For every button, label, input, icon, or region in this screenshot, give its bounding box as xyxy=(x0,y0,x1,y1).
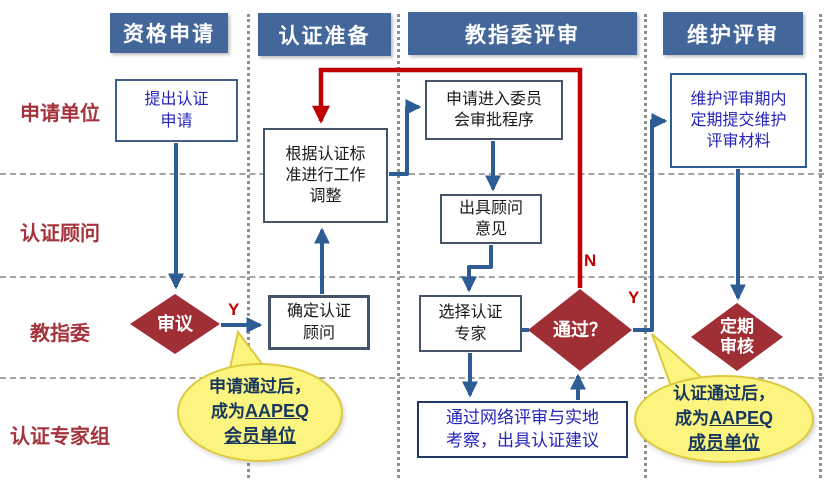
row-separator-3 xyxy=(0,377,824,379)
callout-full-member-line2: 成为AAPEQ xyxy=(674,407,773,428)
callout-member-aapeq: AAPEQ xyxy=(244,401,309,422)
callout-full-member-aapeq: AAPEQ xyxy=(708,407,773,428)
column-separator-2 xyxy=(397,14,400,478)
row-separator-1 xyxy=(0,173,824,175)
column-separator-1 xyxy=(247,14,250,478)
box-confirm-advisor: 确定认证 顾问 xyxy=(268,295,370,350)
box-maintenance-materials: 维护评审期内 定期提交维护 评审材料 xyxy=(670,73,807,168)
arrow-pass-no-to-adjust xyxy=(312,67,583,288)
phase-header-maintenance-review: 维护评审 xyxy=(663,12,803,55)
phase-header-committee-review: 教指委评审 xyxy=(408,12,637,55)
actor-label-advisor: 认证顾问 xyxy=(20,223,100,245)
callout-member-line1: 申请通过后， xyxy=(209,377,311,397)
actor-label-applicant: 申请单位 xyxy=(20,103,100,125)
actor-label-committee: 教指委 xyxy=(30,323,90,345)
row-separator-2 xyxy=(0,276,824,278)
branch-label-review-yes: Y xyxy=(228,300,240,319)
arrow-adjust-to-enter-committee xyxy=(389,99,422,176)
box-submit-application: 提出认证 申请 xyxy=(115,79,238,142)
box-network-review: 通过网络评审与实地 考察，出具认证建议 xyxy=(417,401,628,458)
column-separator-4 xyxy=(819,14,822,478)
branch-label-pass-yes: Y xyxy=(628,288,640,307)
callout-full-member-line3: 成员单位 xyxy=(688,432,760,453)
phase-header-preparation: 认证准备 xyxy=(258,13,391,56)
arrow-pass-yes-to-maintenance xyxy=(633,113,668,332)
branch-label-pass-no: N xyxy=(584,251,597,270)
callout-full-member: 认证通过后， 成为AAPEQ 成员单位 xyxy=(634,375,814,463)
box-adjust-work: 根据认证标 准进行工作 调整 xyxy=(263,128,388,223)
box-select-experts: 选择认证 专家 xyxy=(419,295,522,352)
callout-full-member-line1: 认证通过后， xyxy=(673,383,775,403)
callout-member-line2: 成为AAPEQ xyxy=(210,401,309,422)
phase-header-qualification: 资格申请 xyxy=(110,13,228,53)
callout-member-line3: 会员单位 xyxy=(224,426,296,447)
box-enter-committee: 申请进入委员 会审批程序 xyxy=(425,80,563,140)
actor-label-expert-group: 认证专家组 xyxy=(10,426,110,448)
box-advisor-opinion: 出具顾问 意见 xyxy=(440,194,542,244)
arrow-opinion-to-select-experts xyxy=(461,245,493,293)
column-separator-3 xyxy=(644,14,647,478)
callout-member: 申请通过后， 成为AAPEQ 会员单位 xyxy=(177,363,343,462)
